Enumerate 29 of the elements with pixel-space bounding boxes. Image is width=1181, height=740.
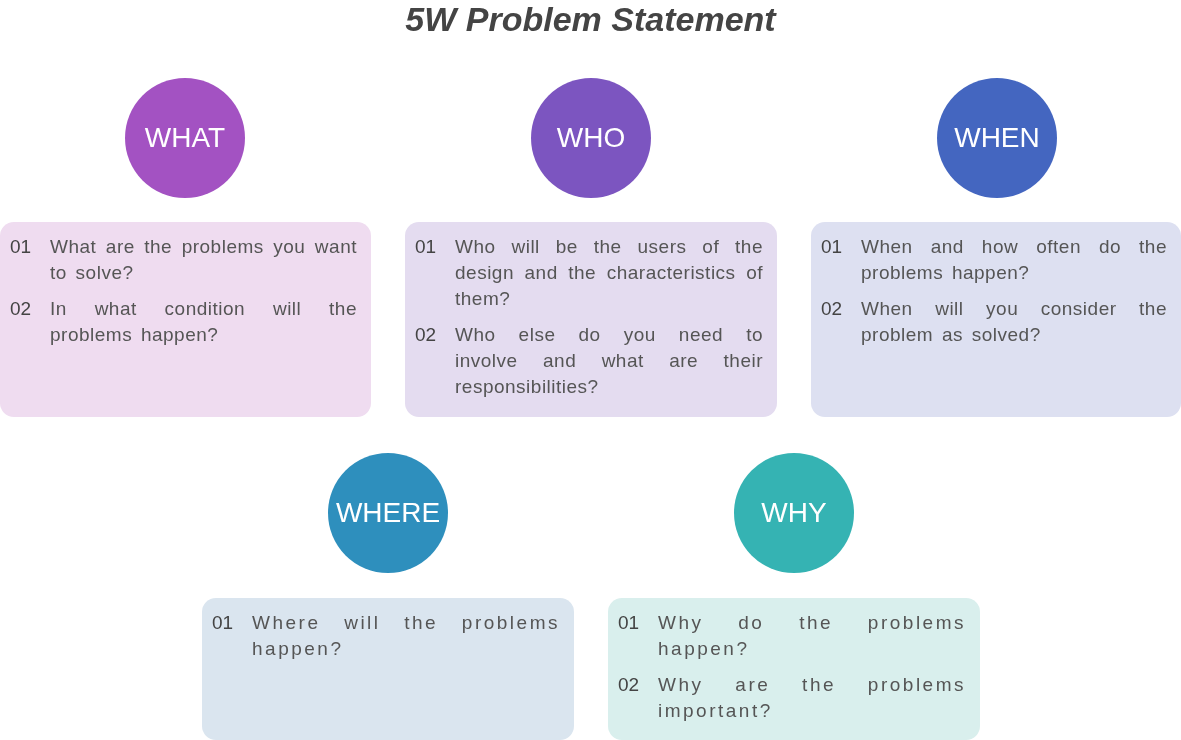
item-number: 02 [10, 297, 33, 321]
question-card [0, 222, 371, 417]
category-circle: WHY [734, 453, 854, 573]
question-text: Where will the problems happen? [252, 611, 560, 661]
item-number: 01 [821, 235, 844, 259]
category-circle: WHERE [328, 453, 448, 573]
question-card [608, 598, 980, 740]
question-text: Why are the problems important? [658, 673, 966, 723]
question-text: What are the problems you want to solve? [50, 235, 357, 285]
item-number: 02 [618, 673, 641, 697]
question-card [405, 222, 777, 417]
question-card [202, 598, 574, 740]
question-text: Who else do you need to involve and what are their responsibilities? [455, 323, 763, 399]
category-circle: WHAT [125, 78, 245, 198]
question-text: In what condition will the problems happen? [50, 297, 357, 347]
category-circle: WHO [531, 78, 651, 198]
item-number: 01 [415, 235, 438, 259]
category-circle: WHEN [937, 78, 1057, 198]
title: 5W Problem Statement [404, 0, 778, 39]
item-number: 02 [821, 297, 844, 321]
question-text: When and how often do the problems happen? [861, 235, 1167, 285]
question-text: Why do the problems happen? [658, 611, 966, 661]
item-number: 01 [10, 235, 33, 259]
question-text: When will you consider the problem as solved? [861, 297, 1167, 347]
item-number: 01 [618, 611, 641, 635]
item-number: 01 [212, 611, 235, 635]
item-number: 02 [415, 323, 438, 347]
question-text: Who will be the users of the design and the characteristics of them? [455, 235, 763, 311]
question-card [811, 222, 1181, 417]
